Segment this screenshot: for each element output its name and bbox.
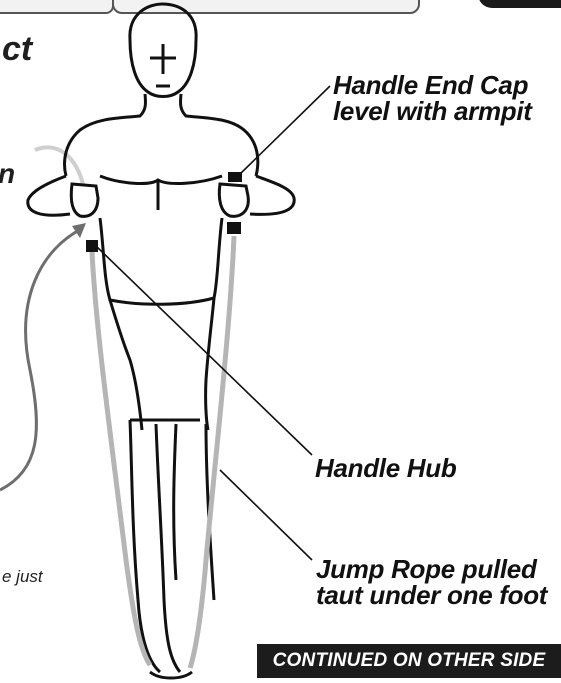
right-hand	[219, 184, 248, 216]
label-handle-end-cap: Handle End Cap level with armpit	[333, 72, 532, 124]
label-jump-rope-line-1: Jump Rope pulled	[316, 556, 547, 582]
hub-leader	[96, 246, 312, 455]
label-handle-hub: Handle Hub	[315, 455, 456, 481]
label-jump-rope-line-2: taut under one foot	[316, 582, 547, 608]
figure-body	[28, 94, 294, 430]
guide-arrow	[0, 228, 83, 490]
figure-legs	[130, 420, 214, 678]
right-handle-hub	[227, 222, 241, 234]
guide-arrow-head	[72, 223, 86, 238]
label-jump-rope: Jump Rope pulled taut under one foot	[316, 556, 547, 608]
left-hand	[71, 184, 98, 216]
figure-hands	[71, 184, 248, 216]
rope-leader	[220, 470, 312, 560]
label-handle-end-cap-line-2: level with armpit	[333, 98, 532, 124]
label-handle-end-cap-line-1: Handle End Cap	[333, 72, 532, 98]
end-cap-leader	[240, 86, 330, 174]
figure-head	[130, 4, 196, 97]
continued-banner: CONTINUED ON OTHER SIDE	[257, 644, 561, 678]
